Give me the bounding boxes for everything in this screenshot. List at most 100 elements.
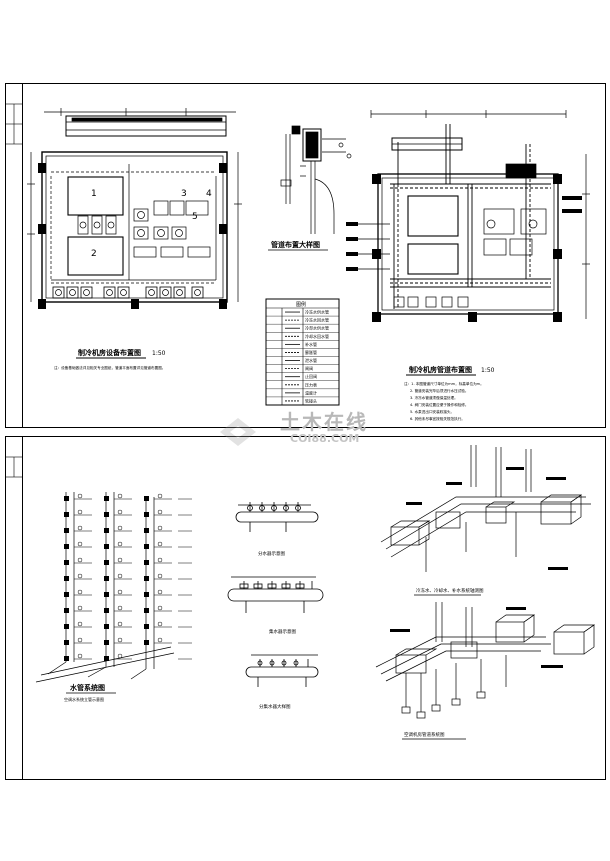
- riser-fitting-icon: [117, 589, 123, 595]
- riser-valve-icon: [104, 592, 109, 597]
- legend-row-label: 冷冻水回水管: [305, 317, 329, 323]
- piping-plan: [356, 110, 590, 322]
- riser-fitting-icon: [77, 653, 83, 659]
- watermark-logo-icon: [220, 418, 256, 446]
- sheet-1-canvas: 1 2 3 4 5 制冷机房设备布置图 1:50 注：设备基础做法详见相关专业图…: [6, 103, 590, 421]
- riser-fitting-icon: [77, 493, 83, 499]
- riser-valve-icon: [144, 560, 149, 565]
- watermark-url: COI88.COM: [290, 432, 360, 445]
- equipment-plan-title: 制冷机房设备布置图: [78, 348, 141, 357]
- riser-valve-icon: [144, 608, 149, 613]
- riser-title: 水管系统图: [70, 683, 105, 692]
- riser-valve-icon: [104, 640, 109, 645]
- riser-valve-icon: [64, 608, 69, 613]
- legend-row-label: 软接头: [305, 397, 317, 403]
- riser-fitting-icon: [117, 493, 123, 499]
- riser-valve-icon: [104, 512, 109, 517]
- piping-note-6: 6. 其他未尽事宜按相关规范执行。: [410, 416, 465, 421]
- riser-valve-icon: [64, 544, 69, 549]
- legend-row-label: 泄水管: [305, 357, 317, 363]
- drawing-sheet-1: 1 2 3 4 5 制冷机房设备布置图 1:50 注：设备基础做法详见相关专业图…: [5, 83, 606, 428]
- riser-valve-icon: [64, 528, 69, 533]
- riser-fitting-icon: [77, 509, 83, 515]
- piping-plan-title: 制冷机房管道布置图: [409, 365, 472, 374]
- equipment-plan-note: 注：设备基础做法详见相关专业图纸，管道平面布置详见管道布置图。: [54, 365, 165, 370]
- piping-plan-notes: 注：1. 本图管道尺寸单位为mm，标高单位为m。 2. 管道安装完毕后须进行水压…: [404, 381, 484, 421]
- riser-valve-icon: [64, 656, 69, 661]
- riser-fitting-icon: [157, 557, 163, 563]
- riser-fitting-icon: [77, 621, 83, 627]
- riser-fitting-icon: [157, 509, 163, 515]
- room-number-1: 1: [91, 189, 97, 199]
- watermark-text: 土木在线: [280, 410, 368, 434]
- riser-fitting-icon: [77, 637, 83, 643]
- riser-valve-icon: [144, 640, 149, 645]
- sheet-2-canvas: 水管系统图 空调水系统立管示意图 分水器示意图 集水器示意图: [6, 445, 596, 740]
- riser-fitting-icon: [117, 509, 123, 515]
- riser-fitting-icon: [77, 589, 83, 595]
- legend-row-label: 冷却水供水管: [305, 325, 329, 331]
- riser-fitting-icon: [117, 621, 123, 627]
- legend-row-label: 温度计: [305, 389, 317, 395]
- riser-fitting-icon: [77, 525, 83, 531]
- riser-fitting-icon: [117, 605, 123, 611]
- piping-note-3: 3. 冷冻水管道须做保温处理。: [410, 395, 458, 400]
- piping-note-2: 2. 管道安装完毕后须进行水压试验。: [410, 388, 468, 393]
- distributor-header-3: [245, 654, 319, 687]
- legend-heading: 图例: [296, 301, 306, 308]
- distributor-header-1: [235, 502, 319, 532]
- room-number-2: 2: [91, 249, 97, 259]
- riser-fitting-icon: [117, 653, 123, 659]
- riser-valve-icon: [104, 528, 109, 533]
- riser-valve-icon: [104, 560, 109, 565]
- riser-valve-icon: [104, 624, 109, 629]
- riser-valve-icon: [144, 576, 149, 581]
- riser-valve-icon: [64, 576, 69, 581]
- riser-valve-icon: [64, 640, 69, 645]
- header-2-label: 集水器示意图: [269, 628, 296, 635]
- detail-title: 管道布置大样图: [271, 240, 320, 249]
- legend-row-label: 冷冻水供水管: [305, 309, 329, 315]
- riser-fitting-icon: [157, 637, 163, 643]
- legend-row-label: 压力表: [305, 381, 317, 387]
- riser-valve-icon: [144, 496, 149, 501]
- drawing-sheet-2: 水管系统图 空调水系统立管示意图 分水器示意图 集水器示意图: [5, 436, 606, 780]
- equipment-plan-scale: 1:50: [152, 350, 166, 357]
- title-strip-2: [6, 437, 23, 779]
- riser-fitting-icon: [157, 573, 163, 579]
- riser-fitting-icon: [157, 589, 163, 595]
- isometric-bottom-label: 空调机房管道系统图: [404, 731, 445, 738]
- riser-fitting-icon: [77, 573, 83, 579]
- room-number-3: 3: [181, 189, 187, 199]
- pipe-detail-drawing: [280, 125, 352, 234]
- legend-table: [265, 298, 340, 406]
- room-number-4: 4: [206, 189, 212, 199]
- riser-fitting-icon: [157, 525, 163, 531]
- riser-fitting-icon: [117, 541, 123, 547]
- equipment-plan: [27, 108, 242, 309]
- riser-fitting-icon: [157, 493, 163, 499]
- riser-fitting-icon: [117, 557, 123, 563]
- piping-plan-scale: 1:50: [481, 367, 495, 374]
- riser-fitting-icon: [77, 557, 83, 563]
- riser-fitting-icon: [157, 541, 163, 547]
- distributor-header-2: [227, 576, 324, 613]
- riser-valve-icon: [64, 560, 69, 565]
- piping-note-4: 4. 阀门安装位置应便于操作和检修。: [410, 402, 468, 407]
- riser-fitting-icon: [77, 541, 83, 547]
- title-strip: [6, 84, 23, 427]
- riser-subtitle: 空调水系统立管示意图: [64, 696, 104, 702]
- riser-valve-icon: [64, 496, 69, 501]
- riser-valve-icon: [104, 608, 109, 613]
- riser-valve-icon: [144, 592, 149, 597]
- isometric-diagram-top: [380, 445, 591, 572]
- legend-row-label: 闸阀: [305, 365, 313, 371]
- header-3-label: 分集水器大样图: [259, 703, 291, 710]
- isometric-diagram-bottom: [375, 602, 596, 719]
- riser-valve-icon: [64, 592, 69, 597]
- room-number-5: 5: [192, 212, 198, 222]
- riser-fitting-icon: [117, 525, 123, 531]
- piping-note-1: 注：1. 本图管道尺寸单位为mm，标高单位为m。: [404, 381, 484, 386]
- riser-fitting-icon: [117, 573, 123, 579]
- legend-row-label: 冷却水回水管: [305, 333, 329, 339]
